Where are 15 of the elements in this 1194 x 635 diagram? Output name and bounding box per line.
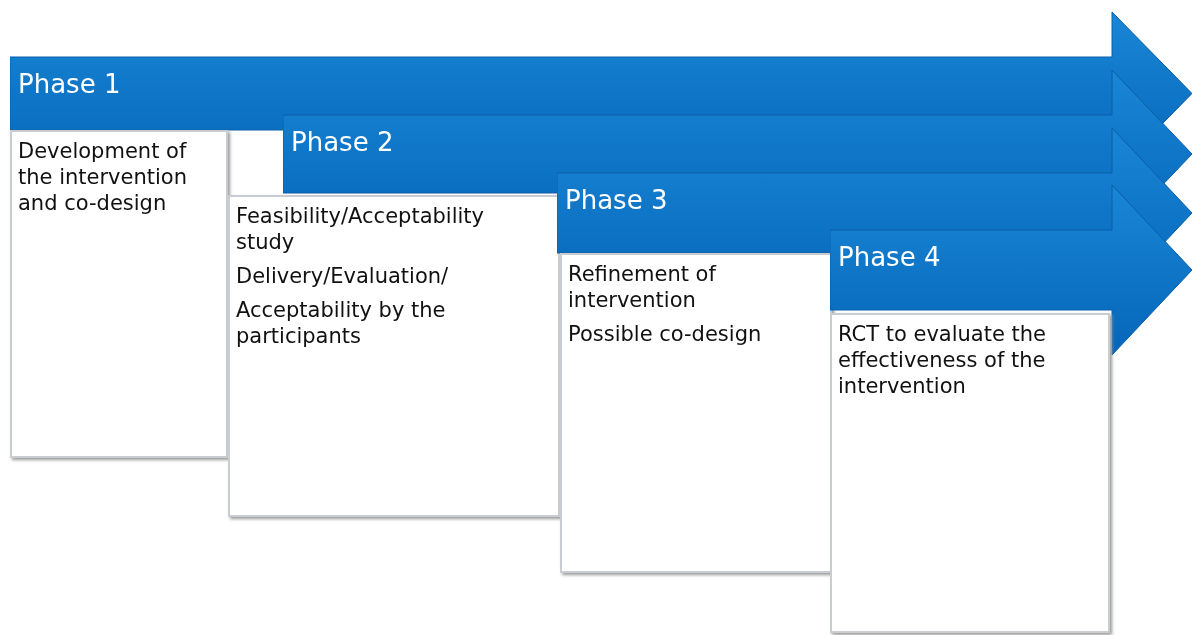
phase-box: [830, 313, 1110, 633]
phase-description: RCT to evaluate the effectiveness of the intervention: [838, 321, 1047, 399]
phase-description: Refinement of intervention: [568, 261, 718, 313]
phase-description: Feasibility/Acceptability study: [236, 203, 485, 255]
phase-description: Acceptability by the participants: [236, 297, 447, 349]
phase-title: Phase 4: [838, 242, 941, 272]
phase-title: Phase 3: [565, 185, 668, 215]
phase-title: Phase 2: [291, 127, 394, 157]
phase-box: [10, 130, 228, 458]
phase-box: [228, 195, 560, 517]
phase-description: Development of the intervention and co-design: [18, 138, 188, 216]
phase-title: Phase 1: [18, 69, 121, 99]
phase-box: [560, 253, 832, 573]
phase-description: Possible co-design: [568, 321, 763, 347]
phase-description: Delivery/Evaluation/: [236, 263, 450, 289]
